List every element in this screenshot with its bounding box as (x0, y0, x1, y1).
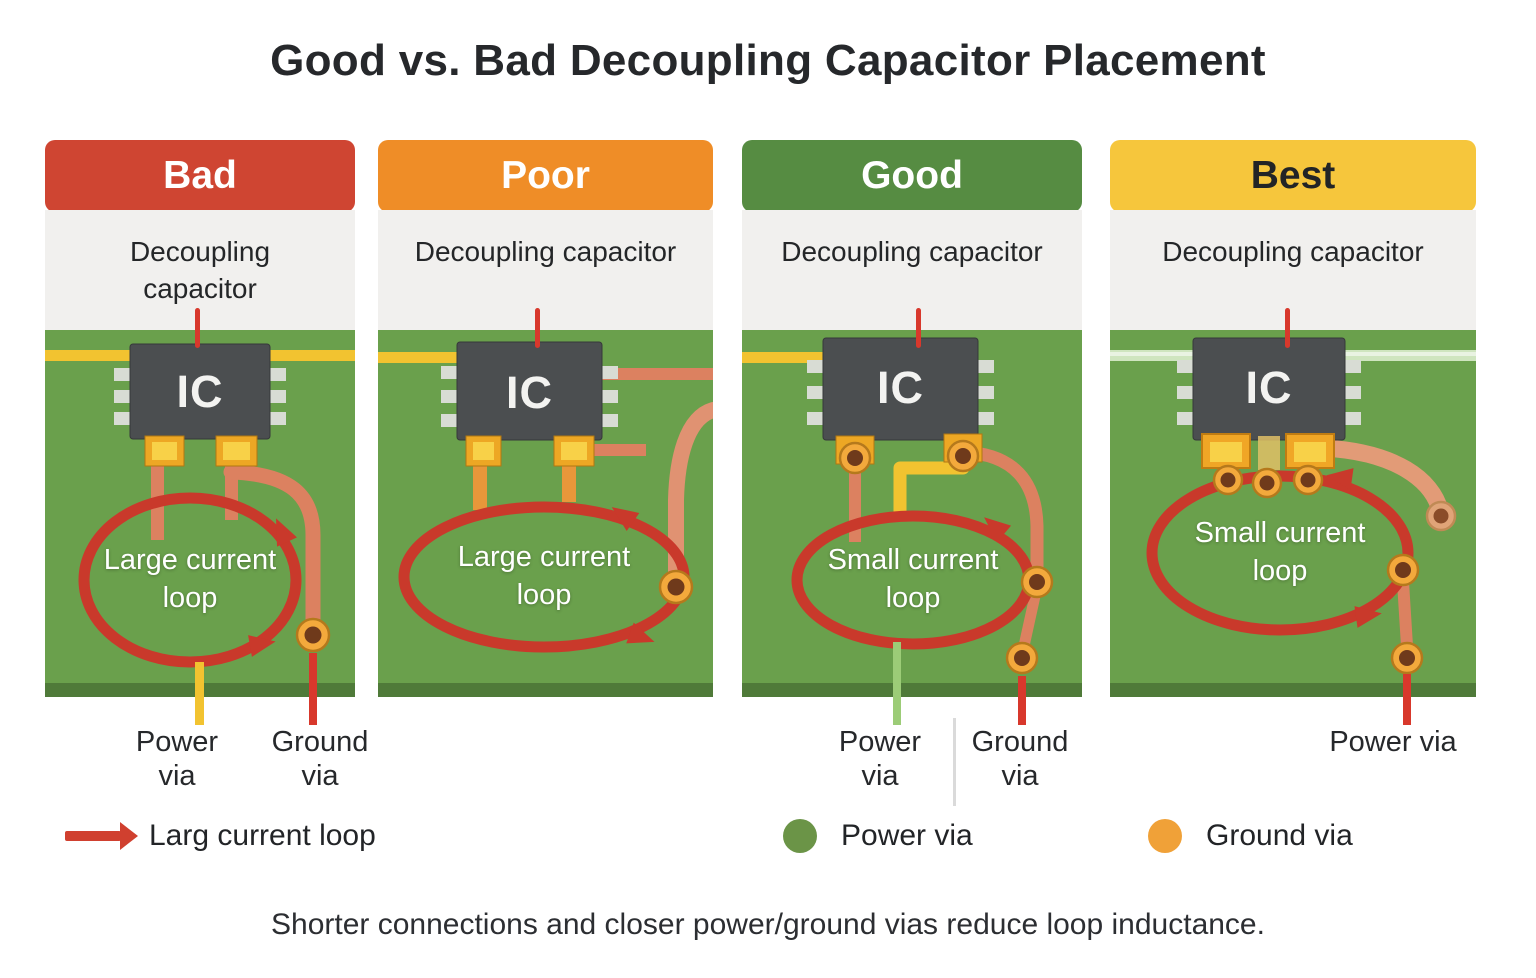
pcb-graphic-good (742, 330, 1082, 725)
pcb-edge (742, 683, 1082, 697)
capacitor-pointer-line (535, 308, 540, 348)
power-via-label: Power via (1329, 726, 1457, 758)
power-trace (378, 352, 460, 363)
power-via-pointer-line (195, 662, 204, 725)
ground-via-dot-icon (1148, 819, 1182, 853)
panel-good-note-area: Decoupling capacitor (742, 210, 1082, 330)
panel-poor-note-area: Decoupling capacitor (378, 210, 713, 330)
panel-best-note-area: Decoupling capacitor (1110, 210, 1476, 330)
ground-via-icon (1005, 565, 1054, 675)
pcb-graphic-poor (378, 330, 713, 697)
legend-label: Power via (841, 819, 973, 852)
ic-chip (441, 341, 618, 467)
ground-via-icon (1212, 464, 1324, 499)
legend-label: Larg current loop (149, 819, 376, 852)
return-traces (473, 368, 713, 588)
current-loop-arrow-icon (65, 822, 138, 850)
ground-via-icon (946, 439, 980, 473)
ground-via-pointer-line (1018, 676, 1026, 725)
ground-via-pointer-line (309, 653, 317, 725)
loop-label: Large current loop (457, 541, 631, 611)
ground-via-label: Ground via (271, 726, 369, 793)
loop-label: Small current loop (827, 544, 999, 614)
power-via-pointer-line (893, 642, 901, 725)
ic-label: IC (506, 367, 553, 418)
pcb-edge (378, 683, 713, 697)
ic-label: IC (176, 366, 224, 417)
decoupling-capacitor-label: Decoupling capacitor (414, 236, 677, 267)
power-via-label: Power via (838, 726, 922, 793)
capacitor-pointer-line (916, 308, 921, 348)
pcb-edge (1110, 683, 1476, 697)
return-traces (1315, 439, 1449, 652)
legend-item-current-loop: Larg current loop (65, 816, 376, 856)
pcb-graphic-bad (45, 330, 355, 725)
power-via-dot-icon (783, 819, 817, 853)
page-title: Good vs. Bad Decoupling Capacitor Placem… (270, 36, 1266, 85)
panel-good-header: Good (742, 140, 1082, 212)
decoupling-capacitor-label: Decoupling capacitor (781, 236, 1043, 267)
ic-label: IC (1245, 362, 1293, 413)
power-via-icon (838, 441, 872, 475)
ground-via-label: Ground via (971, 726, 1069, 793)
capacitor-pointer-line (1285, 308, 1290, 348)
label-divider (953, 718, 956, 806)
ic-chip (1177, 337, 1361, 470)
decoupling-capacitor-label: Decoupling capacitor (129, 236, 271, 304)
panel-bad-header: Bad (45, 140, 355, 212)
loop-label: Large current loop (103, 544, 277, 614)
power-via-label: Power via (135, 726, 219, 793)
capacitor-pointer-line (195, 308, 200, 348)
power-via-pointer-line (1403, 674, 1411, 725)
power-via-icon (1386, 500, 1457, 675)
ic-chip (114, 343, 286, 467)
ground-via-icon (658, 569, 694, 605)
current-loop (78, 492, 302, 668)
panel-poor-header: Poor (378, 140, 713, 212)
power-trace (742, 352, 827, 363)
decoupling-capacitor-label: Decoupling capacitor (1162, 236, 1424, 267)
panel-best-header: Best (1110, 140, 1476, 212)
panel-bad-note-area: Decoupling capacitor (45, 210, 355, 330)
pcb-graphic-best (1110, 330, 1476, 725)
legend-item-ground-via: Ground via (1148, 816, 1353, 856)
ground-via-icon (295, 617, 331, 653)
legend-label: Ground via (1206, 819, 1353, 852)
footer-caption: Shorter connections and closer power/gro… (271, 908, 1265, 941)
legend-item-power-via: Power via (783, 816, 973, 856)
ic-label: IC (877, 362, 924, 413)
loop-label: Small current loop (1194, 517, 1366, 587)
